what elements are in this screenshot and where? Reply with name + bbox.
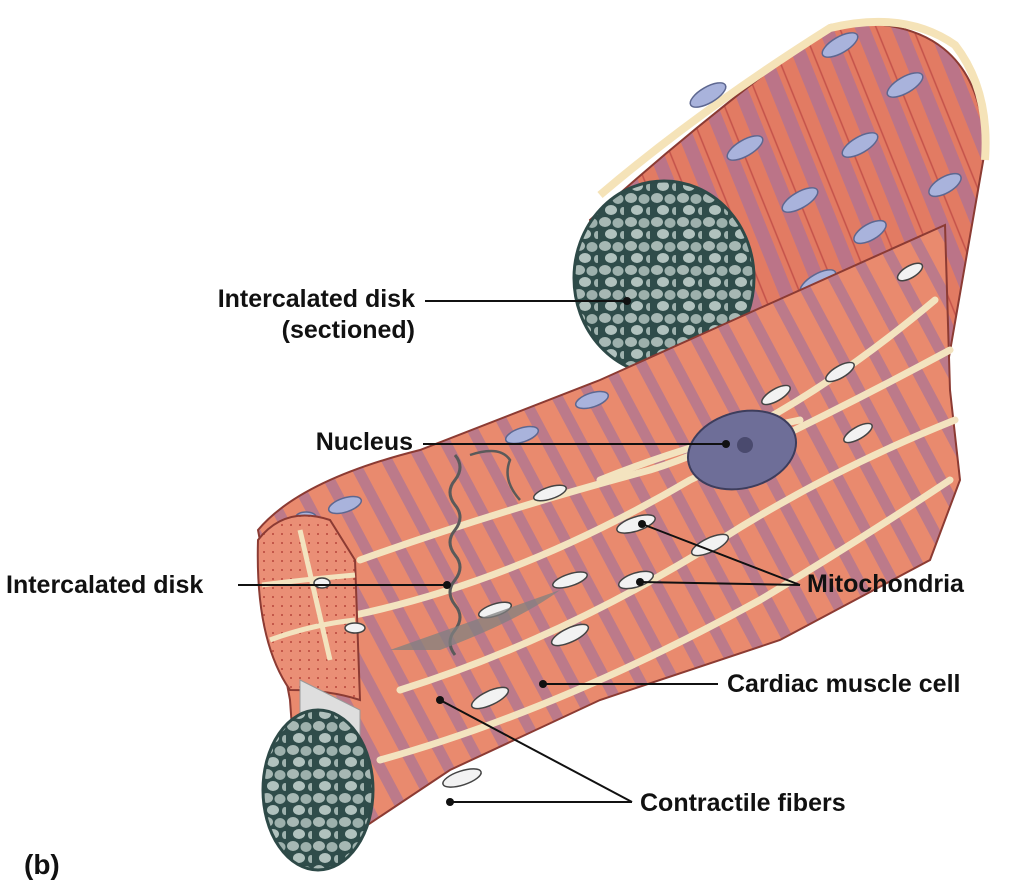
intercalated-disk-line bbox=[448, 454, 462, 656]
main-fiber-body bbox=[256, 223, 962, 842]
leader-lines bbox=[238, 300, 801, 803]
upper-fiber-nuclei bbox=[689, 32, 962, 295]
front-cross-section bbox=[256, 514, 362, 702]
label-intercalated-disk: Intercalated disk bbox=[6, 571, 204, 599]
sectioned-disk-lower bbox=[261, 708, 375, 872]
label-intercalated-disk-sectioned: Intercalated disk (sectioned) bbox=[150, 284, 415, 345]
mitochondria-group bbox=[313, 262, 924, 788]
label-mitochondria: Mitochondria bbox=[807, 570, 964, 598]
label-cardiac-muscle-cell: Cardiac muscle cell bbox=[727, 670, 961, 698]
label-contractile-fibers: Contractile fibers bbox=[640, 789, 846, 817]
label-intercalated-disk-sectioned-line1: Intercalated disk bbox=[217, 285, 415, 313]
label-nucleus: Nucleus bbox=[315, 428, 413, 456]
label-intercalated-disk-sectioned-line2: (sectioned) bbox=[281, 315, 415, 344]
lower-fiber-nuclei bbox=[295, 390, 610, 523]
panel-label: (b) bbox=[24, 849, 60, 880]
